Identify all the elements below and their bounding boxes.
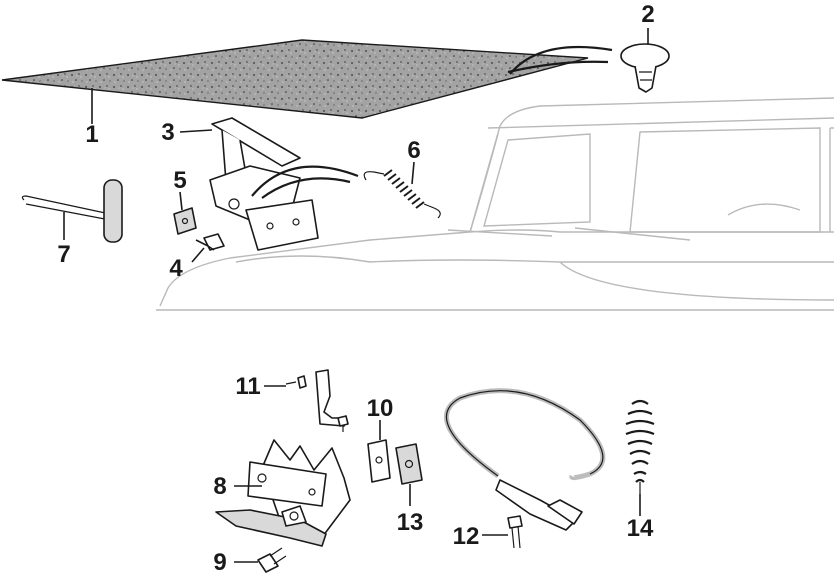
leader-lines: [63, 28, 649, 563]
spring-tool-icon: [21, 179, 123, 243]
callout-4: 4: [169, 255, 183, 282]
callout-2: 2: [641, 1, 654, 28]
callout-11: 11: [235, 373, 260, 400]
hinge-bolt-icon: [195, 233, 225, 251]
latch-bolt-icon: [257, 547, 287, 573]
callout-3: 3: [161, 119, 174, 146]
clip-nut-icon: [367, 439, 391, 483]
callout-1: 1: [85, 121, 98, 148]
hinge-nut-plate-icon: [173, 207, 197, 235]
cable-screw-icon: [507, 515, 523, 549]
hinge-spring-icon: [363, 169, 441, 219]
truck-outline: [156, 97, 834, 311]
callout-10: 10: [367, 395, 394, 422]
hood-release-cable: [443, 388, 606, 531]
callout-12: 12: [453, 523, 480, 550]
callout-5: 5: [173, 167, 186, 194]
callout-8: 8: [213, 473, 226, 500]
callout-9: 9: [213, 549, 226, 576]
push-pin-retainer-icon: [507, 43, 670, 93]
callout-14: 14: [627, 515, 654, 542]
cable-clip-icon: [395, 443, 423, 485]
latch-spring-icon: [625, 399, 655, 494]
hood-insulation-pad-icon: [1, 39, 589, 119]
callout-13: 13: [397, 509, 424, 536]
callout-6: 6: [407, 137, 420, 164]
hood-hinge-icon: [209, 117, 359, 251]
hood-latch-icon: [215, 439, 351, 547]
latch-bracket-icon: [285, 369, 349, 432]
callout-7: 7: [57, 241, 70, 268]
